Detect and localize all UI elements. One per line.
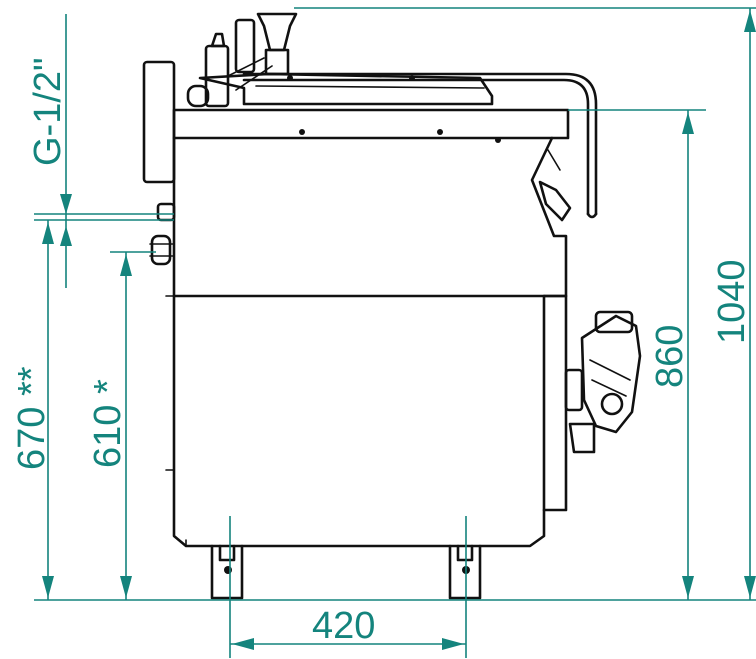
label-670: 670 ** — [11, 366, 53, 470]
label-1040: 1040 — [711, 259, 753, 344]
handle-rail — [242, 72, 598, 216]
drain-valve — [564, 310, 642, 454]
rear-panel — [142, 60, 176, 184]
top-valve — [186, 12, 298, 108]
lower-cabinet — [172, 294, 546, 548]
machine-outline — [142, 12, 642, 600]
rear-fittings — [149, 202, 176, 266]
label-860: 860 — [649, 325, 691, 388]
worktop — [172, 108, 570, 140]
dimension-labels: G-1/2" 670 ** 610 * 860 1040 420 — [11, 57, 753, 647]
upper-body — [172, 136, 568, 298]
label-610: 610 * — [87, 379, 129, 468]
front-lever — [538, 180, 572, 222]
dimension-lines — [34, 7, 756, 658]
lid — [198, 72, 494, 106]
label-420: 420 — [312, 605, 375, 647]
foot-right — [448, 544, 482, 600]
label-thread: G-1/2" — [27, 57, 69, 166]
foot-left — [210, 544, 244, 600]
